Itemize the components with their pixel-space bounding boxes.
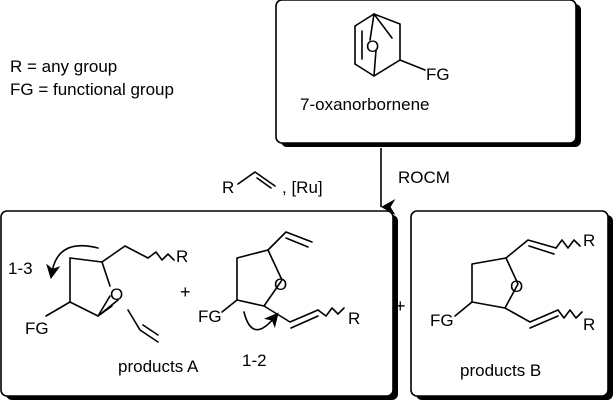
product-a2-r: R [348,309,360,328]
between-boxes-plus: + [395,296,406,316]
product-a2-fg: FG [198,307,222,326]
migration-label-1-3: 1-3 [8,259,33,278]
fg-label: FG [426,65,450,84]
products-a-box: O FG R 1-3 + O FG R 1-2 products A [0,210,398,400]
legend: R = any group FG = functional group [10,57,174,99]
product-a1-r: R [176,247,188,266]
product-a1-oxygen: O [110,285,123,304]
products-a-label: products A [118,357,199,376]
products-a-plus: + [180,282,191,302]
condition-label: ROCM [398,168,450,187]
product-a1-fg: FG [25,319,49,338]
products-b-box: O FG R R products B [410,210,613,400]
product-a1-structure: O FG R 1-3 [8,244,188,343]
product-b-r-top: R [583,231,595,250]
reaction-arrow-group: ROCM R , [Ru] [222,148,450,215]
product-a2-oxygen: O [274,275,287,294]
oxygen-bridge-label: O [366,37,379,56]
reagent-r-label: R [222,178,234,197]
alkene-reagent: R [222,171,276,197]
migration-arrow-1-2 [243,311,279,331]
product-b-structure: O FG R R [430,231,595,334]
product-b-oxygen: O [510,277,523,296]
legend-r-definition: R = any group [10,57,117,76]
product-a2-structure: O FG R 1-2 [198,231,360,370]
starting-material-name: 7-oxanorbornene [300,95,429,114]
product-b-r-bottom: R [583,315,595,334]
migration-label-1-2: 1-2 [242,351,267,370]
oxanorbornene-structure: O FG [354,13,450,84]
products-b-label: products B [460,361,541,380]
catalyst-label: , [Ru] [282,178,323,197]
starting-material-box: O FG 7-oxanorbornene [275,0,581,147]
product-b-fg: FG [430,311,454,330]
migration-arrow-1-3 [46,244,99,280]
legend-fg-definition: FG = functional group [10,80,174,99]
